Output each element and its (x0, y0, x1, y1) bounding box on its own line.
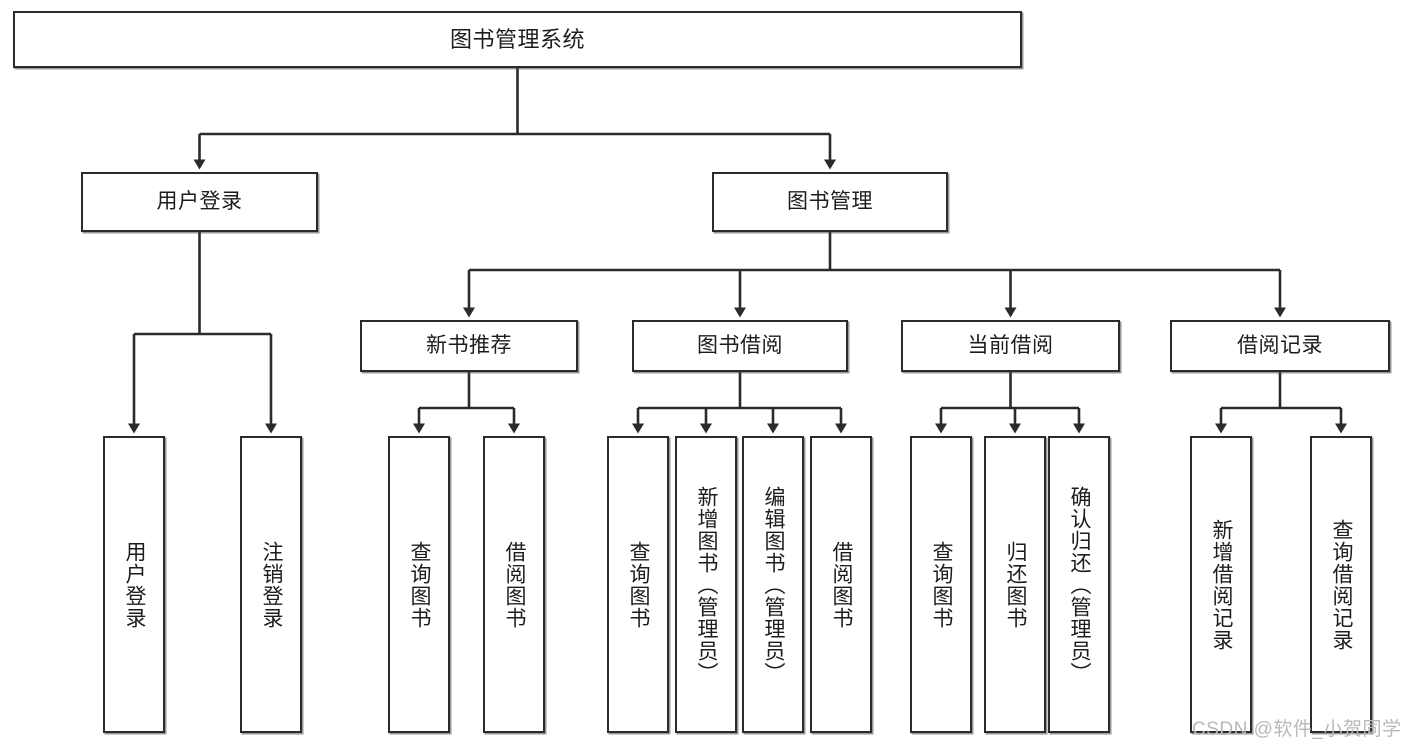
leaf-node-4[interactable]: 查询图书 (607, 436, 669, 733)
leaf-node-7[interactable]: 借阅图书 (810, 436, 872, 733)
leaf-node-3[interactable]: 借阅图书 (483, 436, 545, 733)
leaf-node-label: 新增借阅记录 (1209, 518, 1233, 651)
level1-node-label: 用户登录 (156, 189, 243, 213)
leaf-node-8[interactable]: 查询图书 (910, 436, 972, 733)
level2-node-3[interactable]: 借阅记录 (1170, 320, 1390, 372)
level2-node-label: 借阅记录 (1237, 333, 1323, 357)
leaf-node-label: 借阅图书 (829, 540, 853, 629)
level2-node-label: 当前借阅 (967, 333, 1054, 357)
level1-node-0[interactable]: 用户登录 (81, 172, 318, 232)
level2-node-1[interactable]: 图书借阅 (632, 320, 848, 372)
leaf-node-10[interactable]: 确认归还（管理员） (1048, 436, 1110, 733)
leaf-node-2[interactable]: 查询图书 (388, 436, 450, 733)
leaf-node-label: 注销登录 (259, 540, 283, 629)
leaf-node-6[interactable]: 编辑图书（管理员） (742, 436, 804, 733)
level2-node-label: 新书推荐 (426, 333, 512, 357)
leaf-node-11[interactable]: 新增借阅记录 (1190, 436, 1252, 733)
level2-node-label: 图书借阅 (697, 333, 783, 357)
level1-node-1[interactable]: 图书管理 (712, 172, 948, 232)
leaf-node-label: 用户登录 (122, 540, 146, 629)
root-node-0[interactable]: 图书管理系统 (13, 11, 1022, 68)
leaf-node-label: 查询图书 (626, 540, 650, 629)
leaf-node-label: 新增图书（管理员） (694, 485, 718, 684)
leaf-node-label: 借阅图书 (502, 540, 526, 629)
level2-node-2[interactable]: 当前借阅 (901, 320, 1120, 372)
level1-node-label: 图书管理 (787, 189, 873, 213)
leaf-node-label: 确认归还（管理员） (1067, 485, 1091, 684)
leaf-node-0[interactable]: 用户登录 (103, 436, 165, 733)
leaf-node-label: 归还图书 (1003, 540, 1027, 629)
leaf-node-5[interactable]: 新增图书（管理员） (675, 436, 737, 733)
root-node-label: 图书管理系统 (449, 26, 585, 52)
leaf-node-label: 查询图书 (407, 540, 431, 629)
leaf-node-1[interactable]: 注销登录 (240, 436, 302, 733)
leaf-node-label: 编辑图书（管理员） (761, 485, 785, 684)
csdn-watermark: CSDN @软件_小贺同学 (1192, 719, 1402, 740)
level2-node-0[interactable]: 新书推荐 (360, 320, 578, 372)
leaf-node-label: 查询图书 (929, 540, 953, 629)
leaf-node-12[interactable]: 查询借阅记录 (1310, 436, 1372, 733)
leaf-node-label: 查询借阅记录 (1329, 518, 1353, 651)
leaf-node-9[interactable]: 归还图书 (984, 436, 1046, 733)
